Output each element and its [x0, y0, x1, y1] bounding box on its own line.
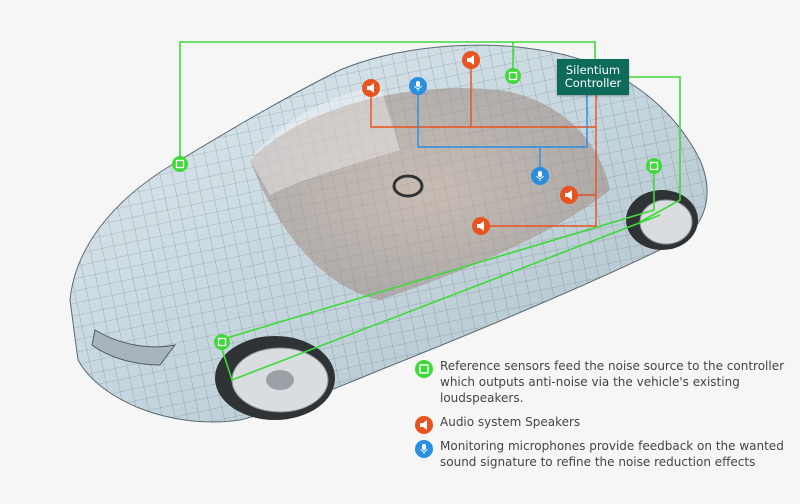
sensor-lines: [179, 41, 681, 382]
controller-label-line1: Silentium: [565, 63, 621, 77]
legend: Reference sensors feed the noise source …: [414, 358, 784, 478]
legend-item-speakers: Audio system Speakers: [414, 414, 784, 434]
microphone-markers: [409, 77, 549, 185]
controller-label-line2: Controller: [564, 76, 622, 90]
silentium-controller-box: Silentium Controller: [557, 59, 629, 95]
legend-text-microphones: Monitoring microphones provide feedback …: [440, 439, 784, 469]
legend-text-speakers: Audio system Speakers: [440, 415, 581, 429]
chip-icon: [415, 360, 433, 378]
speaker-markers: [362, 51, 578, 235]
legend-item-microphones: Monitoring microphones provide feedback …: [414, 438, 784, 470]
reference-sensor-markers: [172, 68, 662, 350]
microphone-icon: [415, 440, 433, 458]
legend-text-reference-sensors: Reference sensors feed the noise source …: [440, 359, 785, 405]
speaker-icon: [415, 416, 433, 434]
legend-item-reference-sensors: Reference sensors feed the noise source …: [414, 358, 784, 406]
